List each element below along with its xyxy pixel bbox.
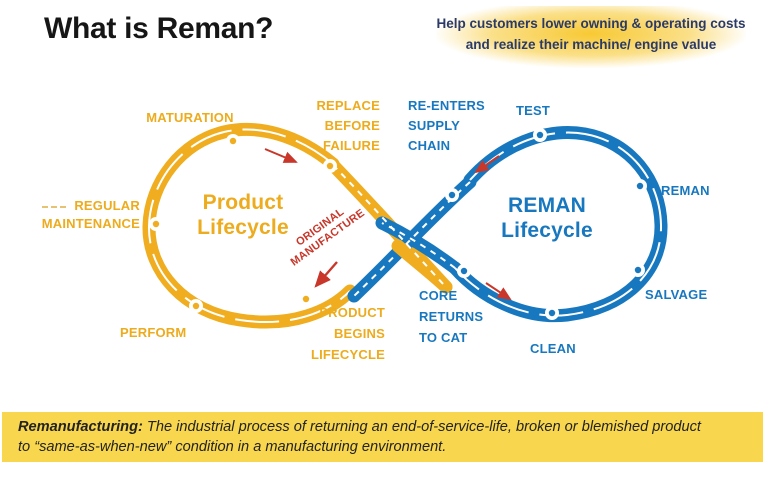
definition-term: Remanufacturing: [18, 419, 143, 435]
reman-loop-nodes [445, 128, 647, 320]
node-salvage [631, 263, 645, 277]
label-replace-before-failure: REPLACE BEFORE FAILURE [316, 98, 380, 153]
definition-banner: Remanufacturing: The industrial process … [2, 412, 763, 462]
tagline-highlight [436, 6, 746, 68]
label-test: TEST [516, 103, 551, 118]
tagline-line-1: Help customers lower owning & operating … [436, 16, 746, 31]
flow-arrow-blue-top [474, 155, 500, 174]
node-clean [545, 306, 559, 320]
definition-line-2: to “same-as-when-new” condition in a man… [18, 439, 447, 455]
flow-arrow-original-manufacture [314, 261, 338, 288]
product-loop-crossover [332, 164, 453, 294]
label-salvage: SALVAGE [645, 287, 708, 302]
label-clean: CLEAN [530, 341, 576, 356]
reman-lifecycle-title: REMAN Lifecycle [501, 194, 593, 242]
flow-arrows [264, 148, 512, 301]
node-perform [189, 299, 203, 313]
label-re-enters-supply-chain: RE-ENTERS SUPPLY CHAIN [408, 98, 485, 153]
node-regular-maintenance [149, 217, 163, 231]
page-title: What is Reman? [44, 12, 274, 45]
label-maturation: MATURATION [146, 110, 234, 125]
label-product-begins-lifecycle: PRODUCT BEGINS LIFECYCLE [310, 305, 385, 362]
label-reman: REMAN [661, 183, 710, 198]
tagline: Help customers lower owning & operating … [426, 13, 756, 55]
product-loop-nodes [149, 134, 337, 313]
product-lifecycle-title: Product Lifecycle [197, 191, 289, 239]
node-reman [633, 179, 647, 193]
label-regular-maintenance: REGULAR MAINTENANCE [41, 198, 140, 231]
node-maturation [226, 134, 240, 148]
flow-arrow-blue-bottom [485, 282, 512, 301]
tagline-line-2: and realize their machine/ engine value [465, 37, 717, 52]
node-re-enters [445, 188, 459, 202]
definition-line-1: Remanufacturing: The industrial process … [18, 419, 701, 435]
node-product-begins [299, 292, 313, 306]
label-core-returns-to-cat: CORE RETURNS TO CAT [419, 288, 484, 345]
node-test [533, 128, 547, 142]
flow-arrow-yellow-top [264, 148, 298, 163]
node-replace-before-failure [323, 159, 337, 173]
label-perform: PERFORM [120, 325, 187, 340]
node-core-returns [457, 264, 471, 278]
regular-maintenance-leader-line [42, 206, 66, 208]
